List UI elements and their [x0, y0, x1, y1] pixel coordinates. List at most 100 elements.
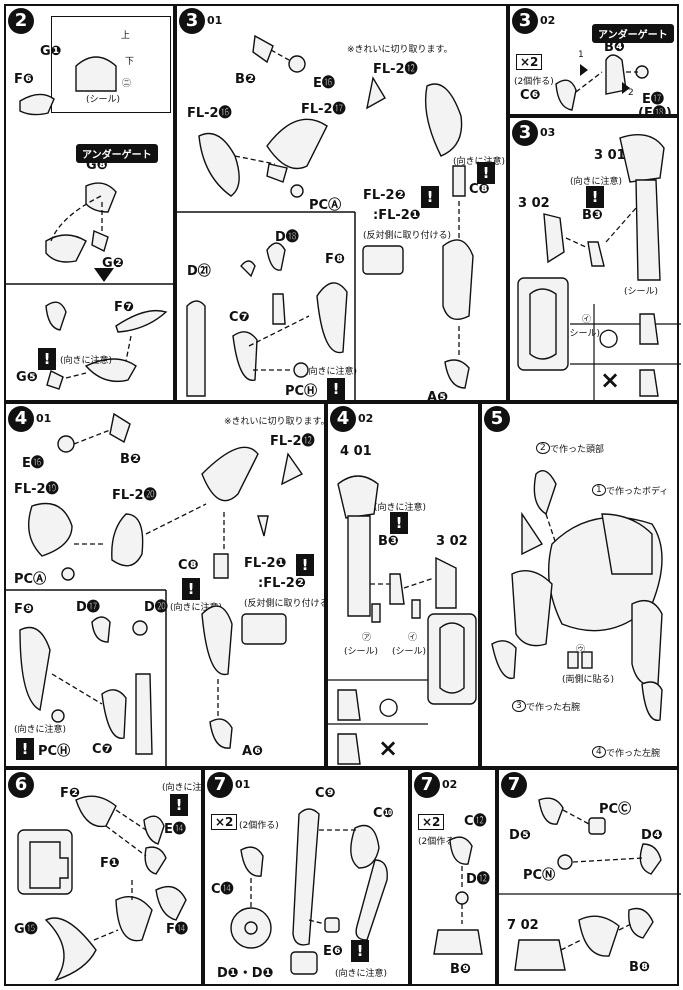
step-number: 3 [512, 120, 538, 146]
part-label-fl220: FL-2⓴ [112, 488, 157, 503]
part-label-c6: C❻ [520, 88, 541, 103]
step-7-01-diagram [230, 808, 388, 975]
part-label-c9: C❾ [315, 786, 336, 801]
step-4-01-panel: 4 01 ※きれいに切り取ります。 E⓰ B❷ FL-2⓬ FL-2⓳ FL-2… [4, 402, 332, 770]
part-label-c12: C⓬ [464, 814, 487, 829]
seal-mark: ㋥ [122, 79, 132, 89]
step-5-diagram [491, 470, 663, 722]
step-number: 4 [8, 406, 34, 432]
body-label: で作ったボディ [606, 487, 669, 497]
orientation-note-2: (向きに注意) [14, 725, 67, 735]
part-label-b2: B❷ [120, 452, 141, 467]
part-label-f8: F❽ [325, 252, 345, 267]
orientation-note: (向きに注意) [335, 969, 388, 979]
step-2-diagram [6, 56, 177, 390]
part-label-b9: B❾ [450, 962, 471, 977]
caution-icon: ! [38, 348, 56, 370]
part-label-fl216: FL-2⓰ [187, 106, 232, 121]
orientation-note: (向きに注意) [162, 783, 215, 793]
caution-icon: ! [351, 940, 369, 962]
substep-number: 01 [235, 778, 251, 791]
step-number: 2 [8, 8, 34, 34]
step-number: 7 [207, 772, 233, 798]
quantity-badge: ×2 [211, 814, 238, 830]
step-3-02-diagram [555, 54, 649, 111]
caution-icon: ! [16, 738, 34, 760]
part-label-d18: D⓲ [275, 230, 299, 245]
part-label-g1: G❶ [40, 44, 62, 59]
ref-body-step: 1 [592, 484, 606, 496]
substep-number: 01 [207, 14, 223, 27]
orientation-note: (向きに注意) [374, 503, 427, 513]
part-label-fl21: FL-2❶ [244, 556, 287, 571]
part-label-a6: A❻ [242, 744, 264, 759]
caution-icon: ! [327, 378, 345, 400]
caution-icon: ! [296, 554, 314, 576]
ref-step-3-02: 3 02 [436, 534, 468, 549]
substep-number: 02 [442, 778, 458, 791]
part-label-g8: G❽ [86, 158, 108, 173]
part-label-d21: D㉑ [187, 264, 211, 279]
step-7-02-diagram [433, 836, 483, 955]
step-3-03-panel: 3 03 3 01 3 02 (向きに注意) ! B❸ ㋐ (シール) ㋑ (シ… [508, 116, 681, 404]
part-label-pch: PCⒽ [285, 384, 318, 399]
part-label-f2: F❷ [60, 786, 80, 801]
seal-label-a: (シール) [344, 647, 379, 657]
part-label-d5: D❺ [509, 828, 531, 843]
part-label-fl22: FL-2❷ [363, 188, 406, 203]
step-number: 7 [414, 772, 440, 798]
step-4-01-diagram [6, 412, 304, 770]
part-label-pcn: PCⓃ [523, 868, 556, 883]
seal-label-a: (シール) [624, 287, 659, 297]
part-label-e17: E⓱ [642, 92, 664, 107]
step-number: 5 [484, 406, 510, 432]
step-3-02-panel: 3 02 アンダーゲート ×2 (2個作る) B❹ C❻ E⓱ (E⓲) 1 2 [508, 4, 679, 121]
step-number: 6 [8, 772, 34, 798]
seal-mark-a: ㋐ [362, 633, 372, 643]
ref-head-step: 2 [536, 442, 550, 454]
substep-number: 01 [36, 412, 52, 425]
quantity-badge: ×2 [418, 814, 445, 830]
part-label-fl212: FL-2⓬ [270, 434, 315, 449]
step-order-1: 1 [578, 50, 584, 60]
step-6-diagram [17, 795, 187, 982]
ref-step-4-01: 4 01 [340, 444, 372, 459]
part-label-c7: C❼ [229, 310, 250, 325]
quantity-badge: ×2 [516, 54, 543, 70]
step-number: 4 [330, 406, 356, 432]
orientation-note: (向きに注意) [570, 177, 623, 187]
step-7-02-panel: 7 02 ×2 (2個作る) C⓬ D⓬ B❾ [410, 768, 497, 986]
part-label-c14: C⓮ [211, 882, 234, 897]
step-5-panel: 5 2 で作った頭部 1 で作ったボディ ㋒ (両側に貼る) 3 で作った右腕 … [480, 402, 679, 768]
part-label-b4: B❹ [604, 40, 625, 55]
step-number: 7 [501, 772, 527, 798]
part-label-b3: B❸ [582, 208, 603, 223]
step-7-03-panel: 7 PCⒸ D❺ D❹ PCⓃ 7 02 B❽ [497, 768, 681, 986]
under-gate-badge: アンダーゲート [592, 24, 674, 43]
ref-step-3-01: 3 01 [594, 148, 626, 163]
seal-label-i: (シール) [392, 647, 427, 657]
part-label-b8: B❽ [629, 960, 650, 975]
step-3-01-panel: 3 01 ※きれいに切り取ります。 B❷ E⓰ FL-2⓬ FL-2⓰ FL-2… [175, 4, 508, 405]
part-label-f6: F❻ [14, 72, 34, 87]
orientation-down: 下 [125, 57, 135, 67]
part-label-b2: B❷ [235, 72, 256, 87]
substep-number: 02 [358, 412, 374, 425]
caution-icon: ! [390, 512, 408, 534]
part-label-g5: G❺ [16, 370, 38, 385]
part-label-g15: G⓯ [14, 922, 38, 937]
part-label-d1: D❶・D❶ [217, 966, 274, 981]
caution-icon: ! [170, 794, 188, 816]
seal-mark-i: ㋑ [582, 315, 592, 325]
part-label-e16: E⓰ [313, 76, 335, 91]
part-label-f1: F❶ [100, 856, 120, 871]
part-label-fl212: FL-2⓬ [373, 62, 418, 77]
head-label: で作った頭部 [550, 445, 605, 455]
reverse-note: (反対側に取り付ける) [244, 599, 333, 609]
part-label-pch: PCⒽ [38, 744, 71, 759]
part-label-c8: C❽ [178, 558, 199, 573]
orientation-note-2: (向きに注意) [305, 367, 358, 377]
part-label-c10: C❿ [373, 806, 394, 821]
seal-label: (シール) [86, 95, 121, 105]
part-label-d4: D❹ [641, 828, 663, 843]
